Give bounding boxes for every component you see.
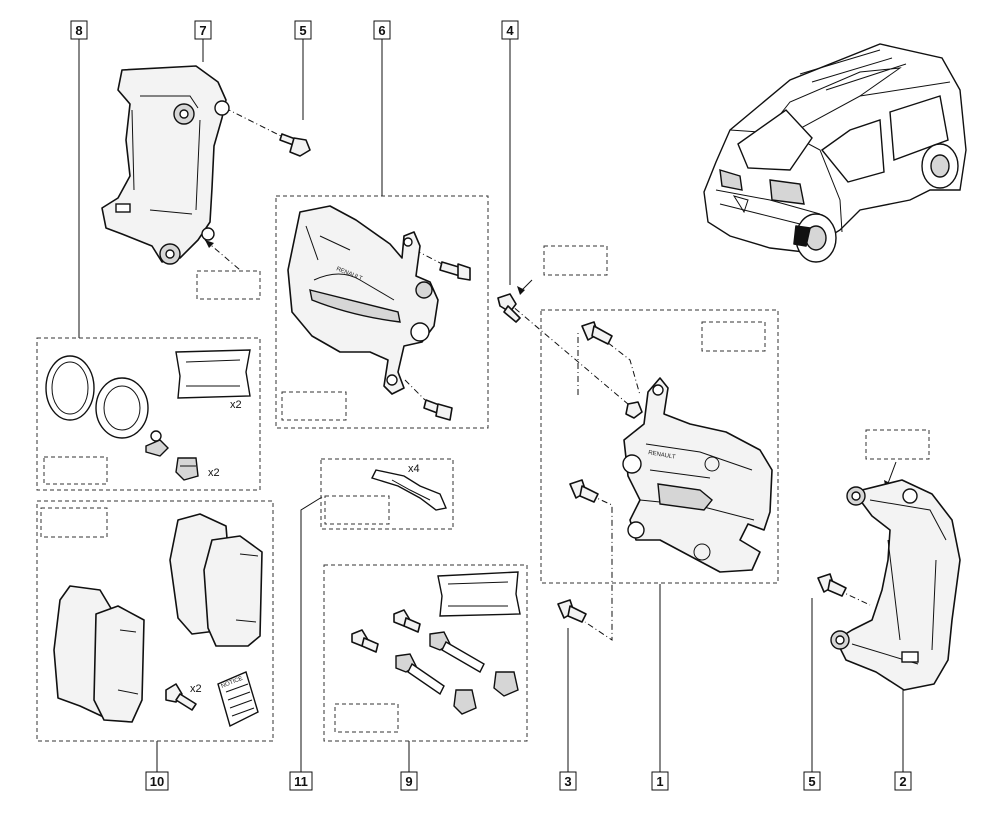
guide-pin-kit-9[interactable]: [351, 571, 521, 715]
vehicle-illustration: [703, 43, 967, 263]
caliper-assembly-1[interactable]: RENAULT: [622, 377, 773, 573]
kit-box-6: [275, 195, 489, 429]
svg-text:10: 10: [150, 774, 164, 789]
bolt-5-bottom[interactable]: [817, 573, 847, 597]
kit-box-11: [320, 458, 454, 530]
caliper-6[interactable]: RENAULT: [287, 205, 439, 395]
callout-4[interactable]: 4: [501, 20, 519, 40]
kit-box-9: [323, 564, 528, 742]
kit-box-8: [36, 337, 261, 491]
pad-bolt-quantity: x2: [190, 683, 202, 695]
svg-text:8: 8: [75, 23, 82, 38]
svg-text:5: 5: [808, 774, 815, 789]
callout-9[interactable]: 9: [400, 771, 418, 791]
kit-box-1: [540, 309, 779, 584]
svg-text:9: 9: [405, 774, 412, 789]
callout-3[interactable]: 3: [559, 771, 577, 791]
bolt-1-upper[interactable]: [581, 321, 613, 345]
callout-5-bottom[interactable]: 5: [803, 771, 821, 791]
callout-7[interactable]: 7: [194, 20, 212, 40]
svg-text:7: 7: [199, 23, 206, 38]
clip-quantity: x4: [408, 463, 420, 475]
clip-kit-11[interactable]: x4: [371, 463, 447, 511]
caliper-bracket-7[interactable]: [101, 65, 230, 265]
caliper-brand-mark-right: RENAULT: [648, 450, 677, 461]
caliper-bracket-2[interactable]: [830, 479, 961, 691]
svg-text:6: 6: [378, 23, 385, 38]
callout-10[interactable]: 10: [145, 771, 169, 791]
bolt-1-lower[interactable]: [569, 479, 599, 503]
reference-placeholders: [40, 245, 930, 733]
svg-text:2: 2: [899, 774, 906, 789]
bolt-6-upper[interactable]: [439, 261, 471, 281]
svg-text:1: 1: [656, 774, 663, 789]
callout-6[interactable]: 6: [373, 20, 391, 40]
svg-text:3: 3: [564, 774, 571, 789]
svg-text:5: 5: [299, 23, 306, 38]
svg-text:11: 11: [294, 774, 308, 789]
bleed-screw-4[interactable]: [497, 293, 521, 323]
callout-1[interactable]: 1: [651, 771, 669, 791]
callout-11[interactable]: 11: [289, 771, 313, 791]
svg-text:4: 4: [506, 23, 514, 38]
seal-kit-8[interactable]: x2 x2: [45, 349, 251, 481]
callout-2[interactable]: 2: [894, 771, 912, 791]
bolt-3[interactable]: [557, 599, 587, 623]
callout-5-top[interactable]: 5: [294, 20, 312, 40]
plug-quantity: x2: [208, 467, 220, 479]
callout-8[interactable]: 8: [70, 20, 88, 40]
pad-kit-10[interactable]: x2 NOTICE: [53, 513, 263, 728]
bolt-6-lower[interactable]: [423, 399, 453, 421]
gasket-quantity: x2: [230, 399, 242, 411]
bolt-5-top[interactable]: [279, 133, 311, 157]
